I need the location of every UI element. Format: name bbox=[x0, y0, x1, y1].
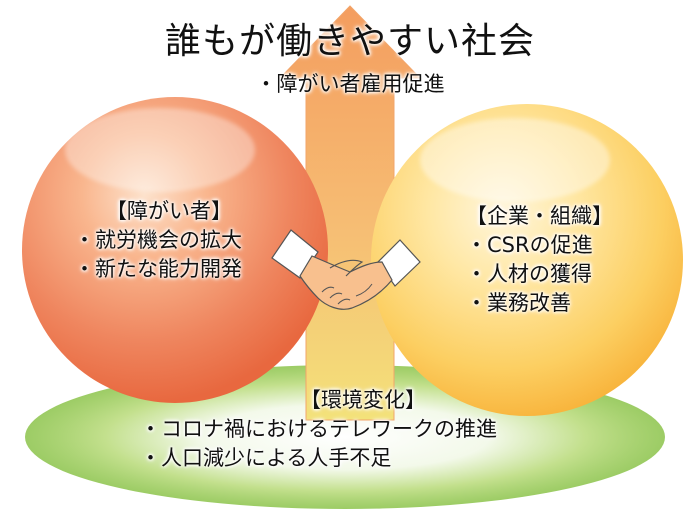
right-item-3: ・業務改善 bbox=[466, 291, 571, 315]
bottom-heading: 【環境変化】 bbox=[300, 388, 426, 412]
bottom-item-2: ・人口減少による人手不足 bbox=[140, 446, 392, 470]
bottom-item-1: ・コロナ禍におけるテレワークの推進 bbox=[140, 417, 497, 441]
left-item-2: ・新たな能力開発 bbox=[74, 257, 242, 281]
right-circle-text: 【企業・組織】 ・CSRの促進 ・人材の獲得 ・業務改善 bbox=[466, 202, 613, 318]
right-circle-highlight bbox=[420, 118, 610, 202]
handshake-icon bbox=[271, 229, 421, 310]
bottom-area-text: 【環境変化】 ・コロナ禍におけるテレワークの推進 ・人口減少による人手不足 bbox=[140, 386, 497, 473]
left-heading: 【障がい者】 bbox=[106, 199, 232, 223]
left-circle-text: 【障がい者】 ・就労機会の拡大 ・新たな能力開発 bbox=[74, 197, 242, 284]
page-title: 誰もが働きやすい社会 bbox=[164, 21, 535, 62]
subtitle: ・障がい者雇用促進 bbox=[255, 72, 445, 96]
left-circle-highlight bbox=[65, 108, 255, 192]
right-item-2: ・人材の獲得 bbox=[466, 262, 592, 286]
right-item-1: ・CSRの促進 bbox=[466, 233, 593, 257]
right-heading: 【企業・組織】 bbox=[466, 204, 613, 228]
left-item-1: ・就労機会の拡大 bbox=[74, 228, 242, 252]
